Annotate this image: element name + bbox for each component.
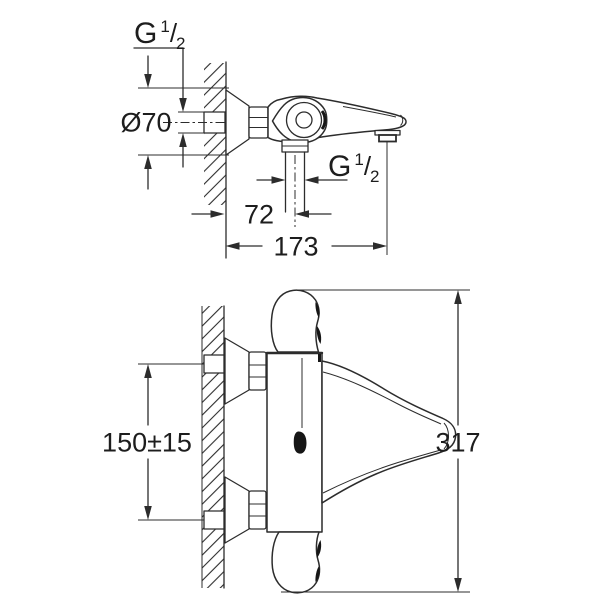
hex-facet-lines	[249, 117, 268, 128]
spout-tip-cap-line	[400, 114, 404, 126]
lower-union-nut	[203, 510, 225, 530]
spout-inner-line	[342, 106, 397, 118]
dim-label-173: 173	[273, 232, 318, 262]
arrowhead	[225, 242, 240, 250]
dim-label-150: 150±15	[102, 428, 192, 458]
arrowhead	[144, 155, 152, 169]
upper-hex-facets	[249, 364, 266, 378]
dimension-diameter-70: Ø70	[120, 55, 229, 190]
arrowhead	[210, 210, 225, 218]
spout-outlet-hole	[293, 431, 307, 454]
lower-handle-accent	[316, 540, 322, 558]
dim-label-317: 317	[435, 428, 480, 458]
arrowhead	[454, 290, 462, 304]
wall-hatching	[204, 63, 226, 205]
g-half-base: G	[328, 150, 351, 183]
handle-screw	[295, 111, 313, 129]
upper-union-nut	[203, 354, 225, 374]
dimension-150: 150±15	[102, 364, 192, 520]
arrowhead	[373, 242, 387, 250]
g-half-numerator: 1	[354, 150, 363, 169]
lower-s-union-hex	[248, 490, 267, 530]
arrowhead	[144, 506, 152, 520]
g-half-base: G	[134, 17, 157, 50]
arrowhead	[144, 364, 152, 378]
arrowhead	[144, 74, 152, 88]
g-half-slash: /	[170, 18, 178, 48]
upper-handle-accent	[315, 302, 320, 318]
lower-handle	[271, 531, 321, 594]
wall-hatching	[202, 306, 224, 588]
dimension-173: 173	[225, 142, 388, 262]
extension-lines	[138, 87, 229, 156]
upper-handle-accent	[316, 326, 322, 344]
g-half-denominator: 2	[370, 167, 379, 186]
dim-label-72: 72	[244, 200, 274, 230]
inlet-extension-lines	[138, 363, 204, 521]
arrowhead	[454, 578, 462, 592]
g-half-slash: /	[364, 151, 372, 181]
dim-label-diameter: Ø70	[120, 108, 171, 138]
arrowhead	[304, 176, 319, 184]
lower-escutcheon	[224, 476, 250, 544]
handle-shadow-accent	[320, 110, 327, 130]
g-half-numerator: 1	[160, 17, 169, 36]
g-half-denominator: 2	[176, 34, 185, 53]
spout-front-silhouette	[321, 360, 457, 504]
lower-hex-facets	[249, 503, 266, 517]
extension-lines	[178, 111, 204, 134]
front-view: 150±15 317	[102, 289, 481, 594]
escutcheon	[225, 89, 250, 156]
arrowhead	[295, 210, 309, 218]
spout-inner-upper-line	[322, 371, 442, 425]
shower-outlet-thread	[284, 151, 306, 213]
arrowhead	[179, 98, 187, 112]
spout-inner-lower-line	[322, 450, 440, 494]
aerator-body	[378, 134, 397, 143]
arrowhead	[271, 176, 286, 184]
upper-s-union-hex	[248, 351, 267, 391]
s-union-hex	[248, 106, 269, 139]
lower-handle-accent	[315, 566, 320, 582]
dimension-72: 72	[191, 200, 332, 230]
arrowhead	[179, 133, 187, 147]
dimension-317: 317	[281, 289, 481, 593]
spout-tip-inner-arc	[443, 422, 449, 450]
extension-lines	[281, 289, 470, 593]
upper-escutcheon	[224, 337, 250, 405]
upper-handle	[270, 289, 320, 353]
